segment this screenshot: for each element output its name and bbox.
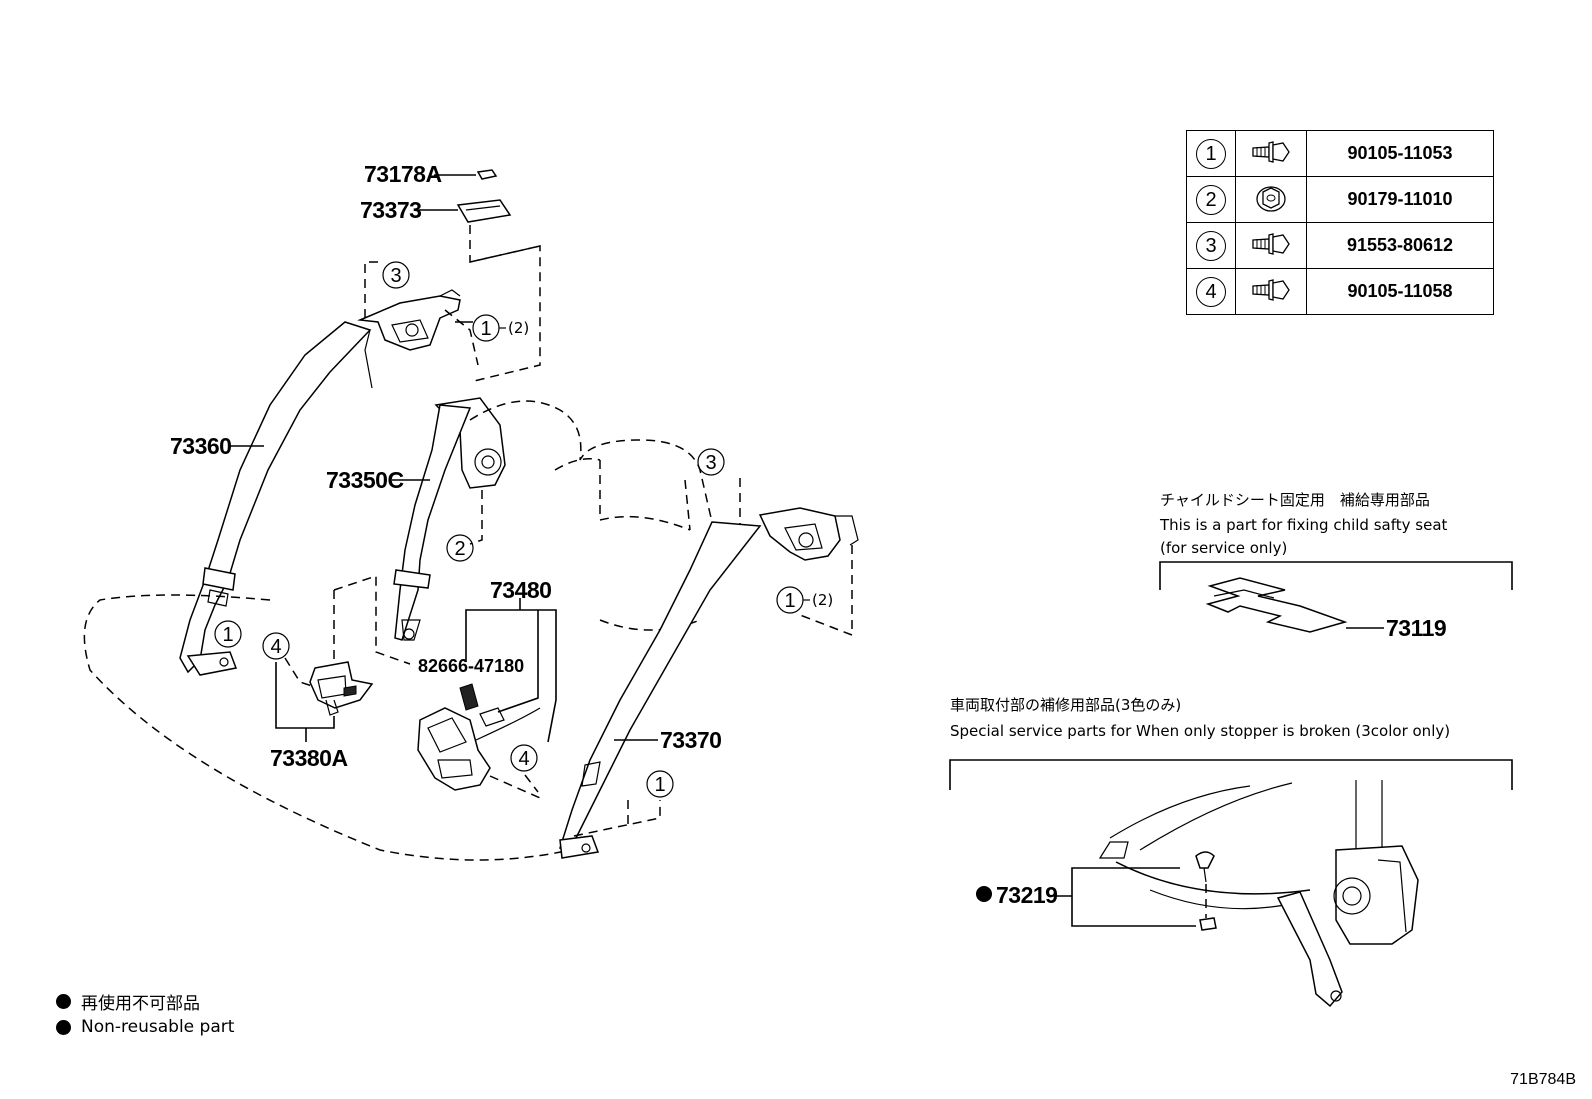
key-4-left: 4 [270,636,281,658]
bullet-icon [56,993,71,1009]
upper-retractor [357,261,479,366]
key-1-upper: 1 [480,318,491,340]
fastener-key-3: 3 [1196,230,1226,261]
belt-73370 [559,507,859,859]
belt-73360 [179,321,373,676]
key-1-lower: 1 [654,774,665,796]
table-row: 1 90105-11053 [1186,130,1494,177]
fastener-part-number: 91553-80612 [1306,222,1494,269]
child-seat-note-jp: チャイルドシート固定用 補給専用部品 [1160,491,1430,509]
fastener-part-number: 90105-11058 [1306,268,1494,315]
flange-bolt-icon [1252,140,1290,163]
child-seat-note-en-1: This is a part for fixing child safty se… [1159,516,1448,534]
flange-nut-icon [1256,185,1286,212]
fastener-key-4: 4 [1196,276,1226,307]
key-3-upper: 3 [390,265,401,287]
key-1-right-qty: (2) [812,591,833,609]
callout-73219: 73219 [996,882,1057,908]
key-1-right: 1 [784,590,795,612]
belt-73350C [392,397,506,641]
legend-label-jp: 再使用不可部品 [81,993,200,1014]
child-seat-panel: チャイルドシート固定用 補給専用部品 This is a part for fi… [1159,491,1513,641]
key-1-left: 1 [222,624,233,646]
key-1-upper-qty: (2) [508,319,529,337]
callout-73119: 73119 [1386,615,1446,641]
bullet-icon [56,1019,71,1035]
flange-bolt-icon [1252,232,1290,255]
callout-73350C: 73350C [326,467,404,493]
table-row: 3 91553-80612 [1186,222,1494,269]
table-row: 4 90105-11058 [1186,268,1494,315]
callout-73178A: 73178A [364,161,442,187]
stopper-note-jp: 車両取付部の補修用部品(3色のみ) [950,696,1181,714]
legend: 再使用不可部品 Non-reusable part [56,988,234,1040]
fastener-key-callouts: 3 1 (2) 2 1 4 4 3 1 (2) 1 [214,261,833,798]
table-row: 2 90179-11010 [1186,176,1494,223]
buckle-73380A [275,574,411,742]
key-2: 2 [454,538,465,560]
fastener-key-1: 1 [1196,138,1226,169]
key-4-center: 4 [518,748,529,770]
child-seat-note-en-2: (for service only) [1160,539,1287,557]
fastener-table: 1 90105-11053 2 90179-11010 3 [1186,130,1494,315]
legend-label-en: Non-reusable part [81,1017,235,1037]
diagram-code: 71B784B [1510,1071,1576,1088]
callout-73360: 73360 [170,433,231,459]
key-3-right: 3 [705,452,716,474]
callout-73380A: 73380A [270,745,348,771]
flange-bolt-icon [1252,278,1290,301]
non-reusable-mark [976,886,992,902]
stopper-panel: 車両取付部の補修用部品(3色のみ) Special service parts … [949,696,1513,1008]
fastener-part-number: 90179-11010 [1306,176,1494,223]
fastener-part-number: 90105-11053 [1306,130,1494,177]
legend-row-en: Non-reusable part [56,1014,234,1040]
callout-73373: 73373 [360,197,421,223]
callout-73370: 73370 [660,727,721,753]
buckle-73480 [417,598,557,799]
roof-cover-assembly [414,169,541,383]
callout-73480: 73480 [490,577,551,603]
part-callouts: 73178A 73373 73360 73350C 73480 82666-47… [170,161,722,771]
stopper-note-en: Special service parts for When only stop… [950,722,1450,740]
fastener-key-2: 2 [1196,184,1226,215]
legend-row-jp: 再使用不可部品 [56,988,234,1014]
callout-82666-47180: 82666-47180 [418,656,524,676]
